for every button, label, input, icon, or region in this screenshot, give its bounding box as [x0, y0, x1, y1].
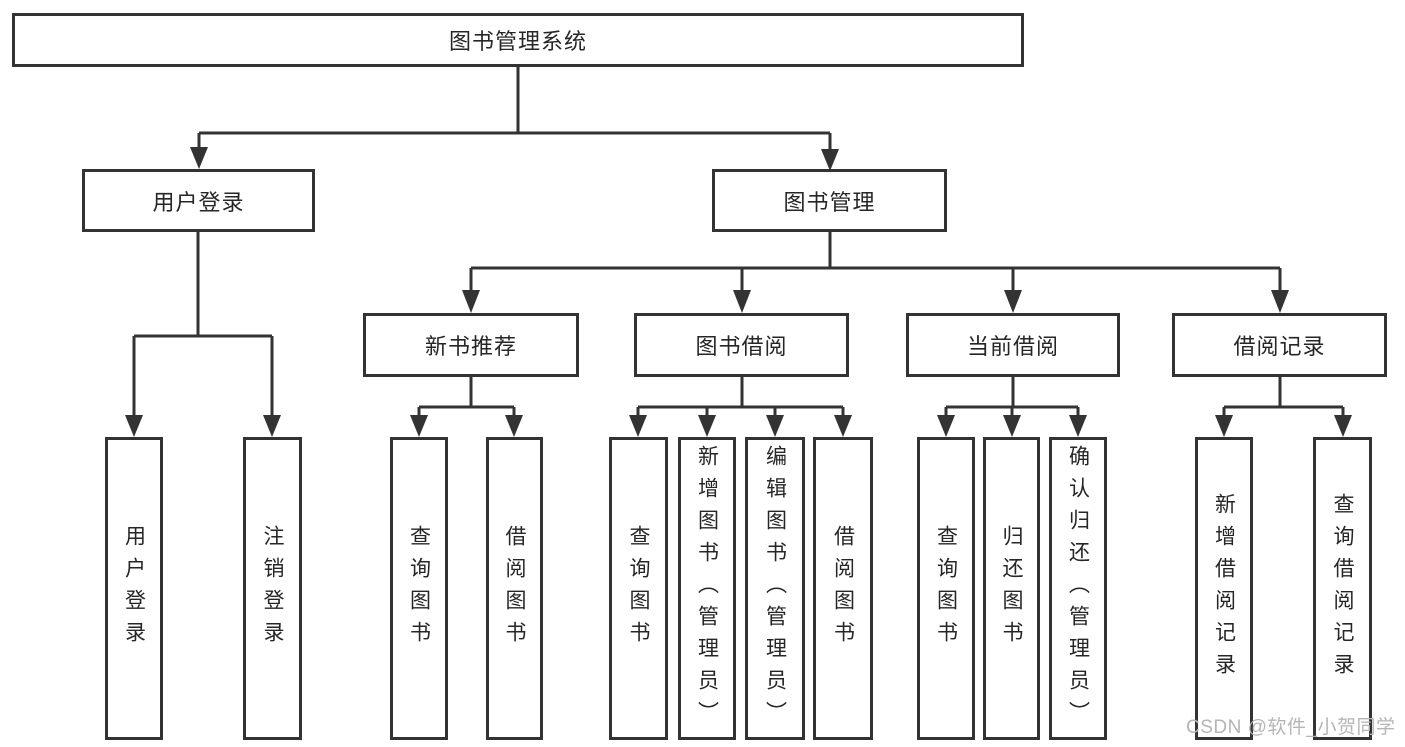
- leaf-user-login: 用户登录: [105, 437, 163, 740]
- node-user-login: 用户登录: [82, 169, 315, 232]
- node-label: 查询图书: [627, 524, 650, 653]
- leaf-query-books-recommend: 查询图书: [390, 437, 448, 740]
- node-label: 新书推荐: [424, 334, 517, 359]
- node-label: 新增借阅记录: [1212, 492, 1236, 685]
- leaf-query-books-current: 查询图书: [917, 437, 975, 740]
- node-label: 归还图书: [1000, 524, 1023, 653]
- leaf-logout: 注销登录: [243, 437, 302, 740]
- node-label: 查询图书: [407, 524, 431, 653]
- node-label: 借阅记录: [1233, 334, 1326, 359]
- leaf-query-books-borrow: 查询图书: [609, 437, 668, 740]
- node-book-management: 图书管理: [712, 169, 947, 232]
- leaf-return-books: 归还图书: [983, 437, 1040, 740]
- node-label: 注销登录: [261, 524, 284, 653]
- node-borrow-records: 借阅记录: [1172, 313, 1387, 377]
- node-label: 借阅图书: [503, 524, 526, 653]
- leaf-borrow-books-recommend: 借阅图书: [486, 437, 543, 740]
- csdn-watermark: CSDN @软件_小贺同学: [1186, 717, 1396, 738]
- leaf-confirm-return-admin: 确认归还（管理员）: [1049, 437, 1107, 740]
- node-label: 查询图书: [934, 524, 958, 653]
- node-label: 新增图书（管理员）: [695, 444, 719, 733]
- leaf-borrow-books: 借阅图书: [813, 437, 873, 740]
- node-book-borrow: 图书借阅: [634, 313, 849, 377]
- node-label: 图书借阅: [695, 334, 788, 359]
- node-label: 编辑图书（管理员）: [763, 444, 787, 733]
- node-label: 图书管理: [783, 189, 876, 215]
- leaf-edit-books-admin: 编辑图书（管理员）: [745, 437, 805, 740]
- node-library-management-system: 图书管理系统: [12, 13, 1024, 67]
- leaf-add-borrow-record: 新增借阅记录: [1195, 437, 1253, 740]
- node-label: 查询借阅记录: [1331, 492, 1354, 685]
- node-current-borrow: 当前借阅: [906, 313, 1120, 377]
- node-new-book-recommend: 新书推荐: [363, 313, 579, 377]
- node-label: 用户登录: [152, 189, 245, 215]
- node-label: 确认归还（管理员）: [1066, 444, 1090, 733]
- node-label: 借阅图书: [831, 524, 855, 653]
- leaf-query-borrow-record: 查询借阅记录: [1313, 437, 1372, 740]
- node-label: 图书管理系统: [448, 29, 587, 54]
- node-label: 当前借阅: [966, 334, 1059, 359]
- leaf-add-books-admin: 新增图书（管理员）: [678, 437, 736, 740]
- node-label: 用户登录: [122, 524, 146, 653]
